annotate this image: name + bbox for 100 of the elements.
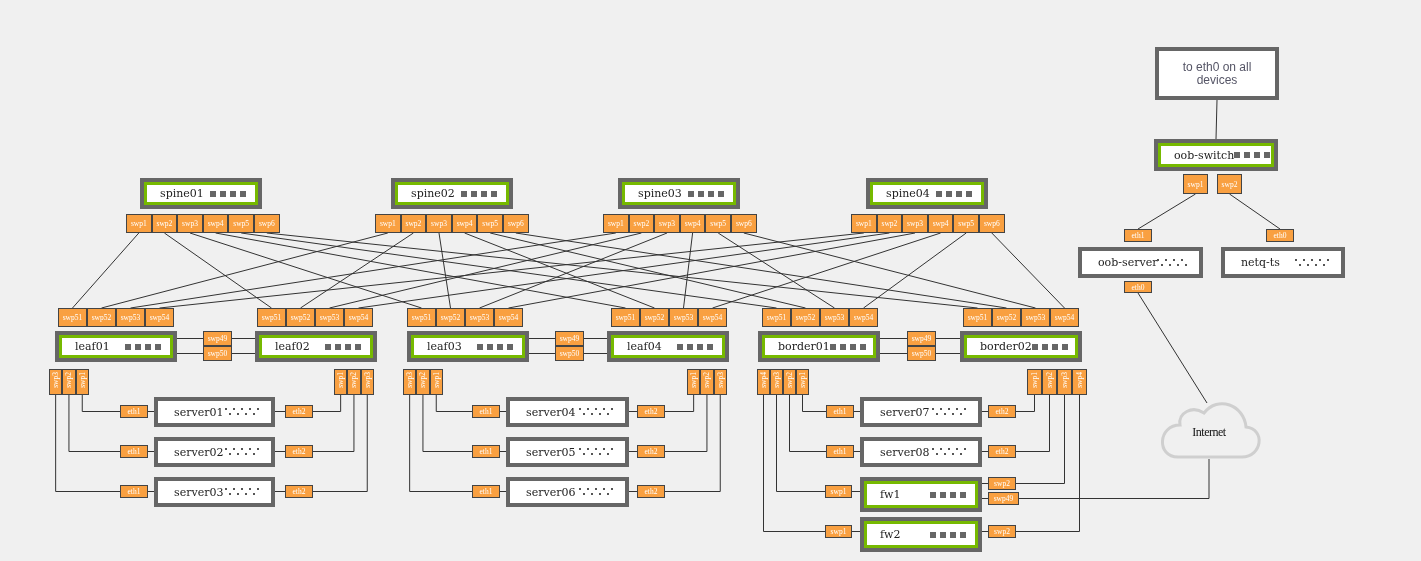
note-box: to eth0 on all devices — [1155, 47, 1279, 100]
device-name: server08 — [880, 445, 930, 459]
connector-line — [147, 491, 155, 492]
device-name: spine03 — [638, 187, 682, 200]
connector-line — [409, 394, 473, 492]
server-box — [506, 437, 629, 467]
connector-line — [583, 338, 608, 339]
switch-box — [255, 331, 377, 362]
device-name: fw1 — [880, 488, 901, 501]
connector-line — [853, 451, 861, 452]
connector-line — [683, 232, 694, 309]
device-name: server05 — [526, 445, 576, 459]
device-name: spine04 — [886, 187, 930, 200]
connector-line — [879, 353, 908, 354]
connector-line — [879, 338, 908, 339]
connector-line — [499, 411, 507, 412]
switch-box — [860, 477, 982, 512]
server-box — [154, 477, 275, 507]
connector-line — [1015, 394, 1050, 452]
connector-line — [312, 394, 355, 452]
switch-box — [1154, 139, 1278, 171]
connector-line — [664, 394, 708, 452]
switch-box — [140, 178, 262, 209]
switch-box — [758, 331, 880, 362]
cloud-label: Internet — [1192, 424, 1226, 440]
connector-line — [1018, 458, 1210, 499]
connector-line — [422, 394, 473, 452]
device-name: server01 — [174, 405, 224, 419]
server-box — [506, 477, 629, 507]
device-name: leaf04 — [627, 340, 662, 353]
connector-line — [329, 232, 642, 309]
connector-line — [55, 394, 121, 492]
connector-line — [189, 232, 422, 309]
connector-line — [1015, 394, 1065, 484]
connector-line — [851, 491, 861, 492]
connector-line — [935, 338, 961, 339]
connector-line — [583, 353, 608, 354]
connector-line — [163, 232, 272, 309]
switch-box — [618, 178, 740, 209]
connector-line — [438, 232, 451, 309]
connector-line — [981, 451, 989, 452]
device-name: server03 — [174, 485, 224, 499]
connector-line — [528, 338, 556, 339]
connector-line — [717, 232, 835, 309]
connector-line — [743, 232, 1036, 309]
connector-line — [1229, 193, 1281, 230]
device-name: server02 — [174, 445, 224, 459]
connector-line — [1137, 292, 1208, 404]
switch-box — [960, 331, 1082, 362]
connector-line — [628, 491, 638, 492]
connector-line — [664, 394, 721, 492]
server-box — [506, 397, 629, 427]
device-name: fw2 — [880, 528, 901, 541]
connector-line — [274, 411, 286, 412]
connector-line — [528, 353, 556, 354]
connector-line — [81, 394, 121, 412]
connector-line — [435, 394, 473, 412]
device-name: border02 — [980, 340, 1032, 353]
connector-line — [176, 353, 204, 354]
connector-line — [991, 232, 1065, 309]
server-box — [154, 397, 275, 427]
switch-box — [407, 331, 529, 362]
device-name: border01 — [778, 340, 830, 353]
connector-line — [981, 411, 989, 412]
connector-line — [776, 394, 826, 492]
connector-line — [101, 232, 389, 309]
server-box — [1221, 247, 1345, 278]
connector-line — [981, 483, 989, 484]
device-name: leaf02 — [275, 340, 310, 353]
connector-line — [499, 491, 507, 492]
connector-line — [1215, 99, 1218, 140]
device-name: spine02 — [411, 187, 455, 200]
connector-line — [312, 394, 342, 412]
connector-line — [312, 394, 368, 492]
connector-line — [147, 451, 155, 452]
switch-box — [391, 178, 513, 209]
connector-line — [274, 451, 286, 452]
switch-box — [55, 331, 177, 362]
device-name: server04 — [526, 405, 576, 419]
connector-line — [1015, 394, 1035, 412]
connector-line — [300, 232, 414, 309]
connector-line — [176, 338, 204, 339]
device-name: oob-server — [1098, 256, 1158, 269]
connector-line — [981, 498, 989, 499]
server-box — [860, 397, 982, 427]
connector-line — [231, 338, 256, 339]
connector-line — [789, 394, 827, 452]
connector-line — [231, 353, 256, 354]
connector-line — [981, 531, 989, 532]
switch-box — [860, 517, 982, 552]
server-box — [1078, 247, 1203, 278]
connector-line — [802, 394, 827, 412]
connector-line — [147, 411, 155, 412]
connector-line — [215, 232, 626, 309]
device-name: server07 — [880, 405, 930, 419]
connector-line — [851, 531, 861, 532]
connector-line — [1137, 193, 1196, 230]
connector-line — [72, 232, 140, 309]
device-name: leaf03 — [427, 340, 462, 353]
connector-line — [863, 232, 967, 309]
